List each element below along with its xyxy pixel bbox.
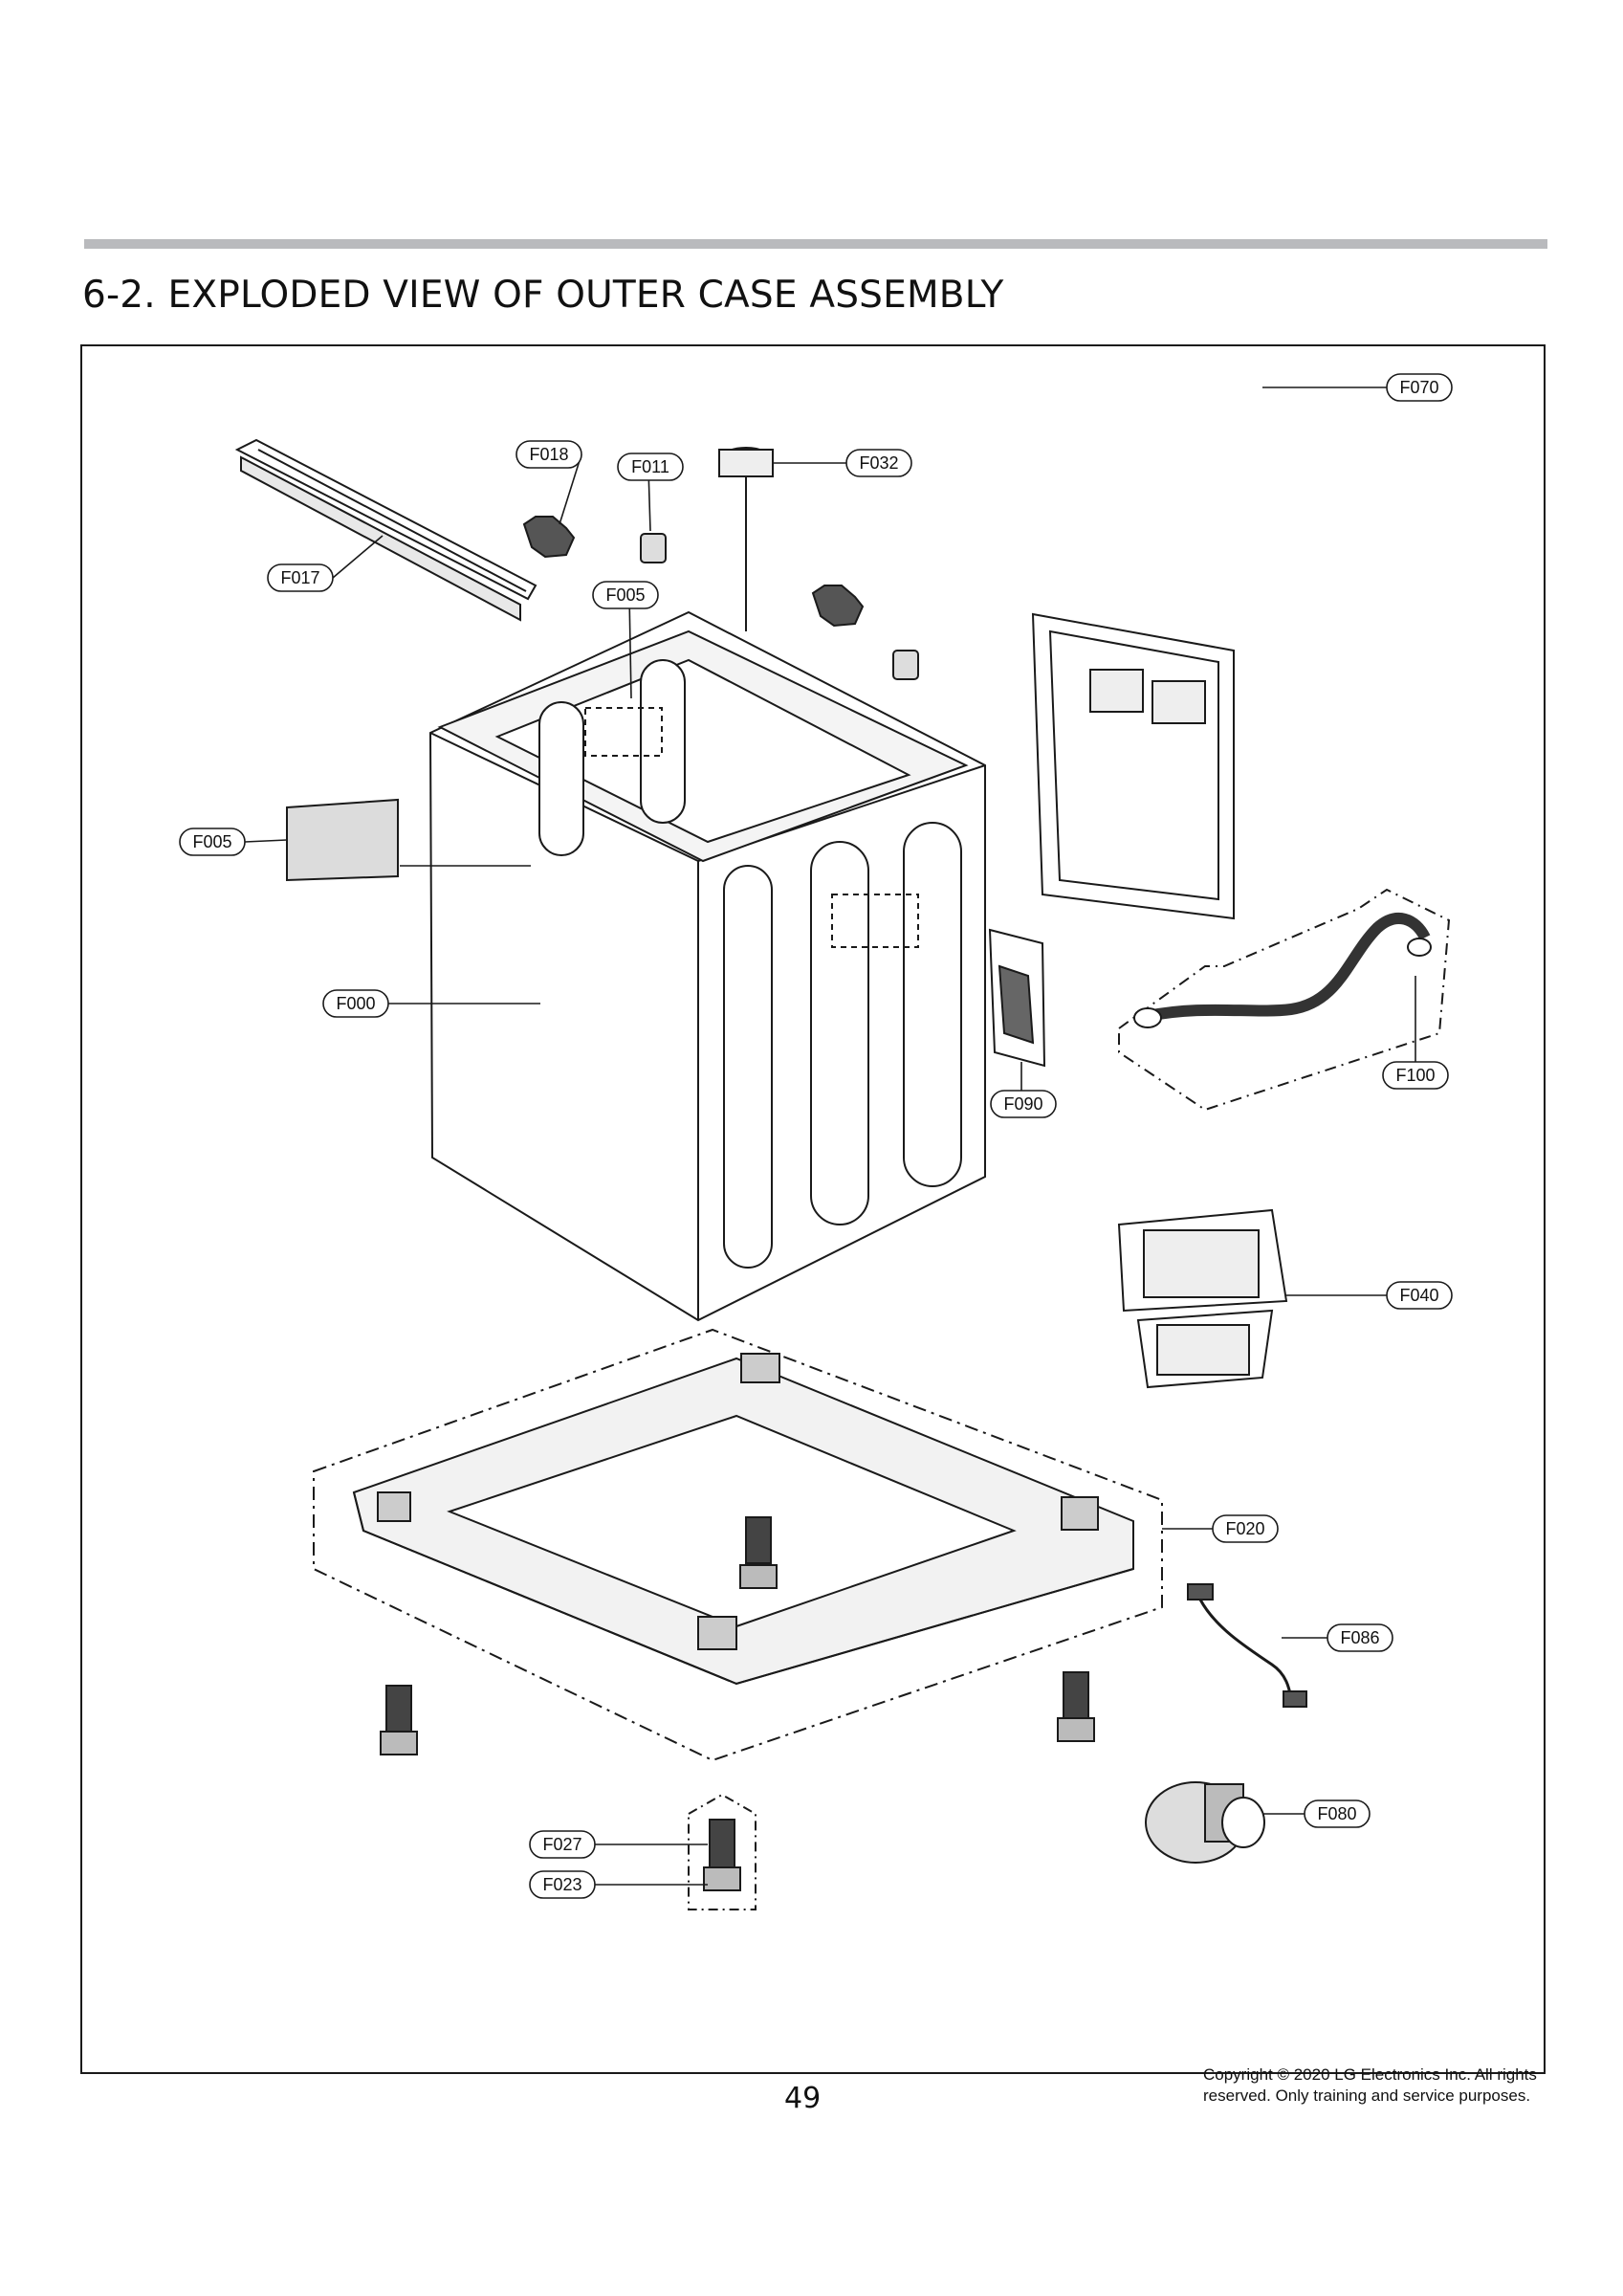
callout-f011 [617, 453, 684, 481]
callout-f005-top [592, 581, 659, 609]
callout-f027-label: F027 [542, 1835, 581, 1854]
callout-f086-label: F086 [1340, 1628, 1379, 1647]
callout-f018 [515, 440, 582, 469]
callout-f040-label: F040 [1399, 1286, 1438, 1305]
leader-lines [244, 386, 1416, 1886]
callout-f005-left-label: F005 [192, 832, 231, 851]
callout-f040 [1386, 1281, 1453, 1310]
callout-f100 [1382, 1061, 1449, 1090]
callout-f000 [322, 989, 389, 1018]
clip-part [522, 516, 865, 628]
callout-f023 [529, 1870, 596, 1899]
top-bracket-part [234, 438, 537, 622]
callout-f080 [1304, 1799, 1371, 1828]
clamp-part [718, 447, 774, 631]
callout-f011-label: F011 [631, 457, 669, 476]
callout-f023-label: F023 [542, 1875, 581, 1894]
callout-f070-label: F070 [1399, 378, 1438, 397]
callout-f090 [990, 1090, 1057, 1118]
side-bracket-part [988, 928, 1046, 1068]
callout-f005-left [179, 828, 246, 856]
base-frame [313, 1328, 1163, 1762]
wire-harness-part [1187, 1583, 1307, 1708]
filter-cover-part [1117, 1208, 1288, 1389]
callout-f017-label: F017 [280, 568, 319, 587]
cabinet-body [428, 610, 986, 1322]
callout-f020 [1212, 1514, 1279, 1543]
callout-f080-label: F080 [1317, 1804, 1356, 1823]
callout-f000-label: F000 [336, 994, 375, 1013]
callout-f090-label: F090 [1003, 1094, 1042, 1114]
callout-f100-label: F100 [1395, 1066, 1435, 1085]
callout-bubbles: F018 F011 F032 F017 F005 F070 F005 F000 … [179, 373, 1453, 1899]
header-rule [84, 239, 1547, 249]
left-panel-part [286, 798, 399, 882]
page-number: 49 [784, 2082, 822, 2115]
callout-f017 [267, 563, 334, 592]
bushing-part [640, 533, 919, 680]
page-title: 6-2. EXPLODED VIEW OF OUTER CASE ASSEMBL… [82, 274, 1004, 317]
callout-f018-label: F018 [529, 445, 568, 464]
callout-f027 [529, 1830, 596, 1859]
callout-f070 [1386, 373, 1453, 402]
copyright-notice: Copyright © 2020 LG Electronics Inc. All… [1203, 2065, 1537, 2105]
rear-cover-part [1031, 612, 1235, 920]
callout-f086 [1327, 1623, 1393, 1652]
diagram-frame [80, 344, 1546, 2074]
callout-f032-label: F032 [859, 453, 898, 473]
drain-pump-part [1145, 1781, 1265, 1864]
callout-f005-top-label: F005 [605, 585, 645, 605]
callout-f032 [845, 449, 912, 477]
callout-f020-label: F020 [1225, 1519, 1264, 1538]
drain-hose-part [1118, 888, 1451, 1112]
leveling-foot [380, 1516, 1095, 1910]
